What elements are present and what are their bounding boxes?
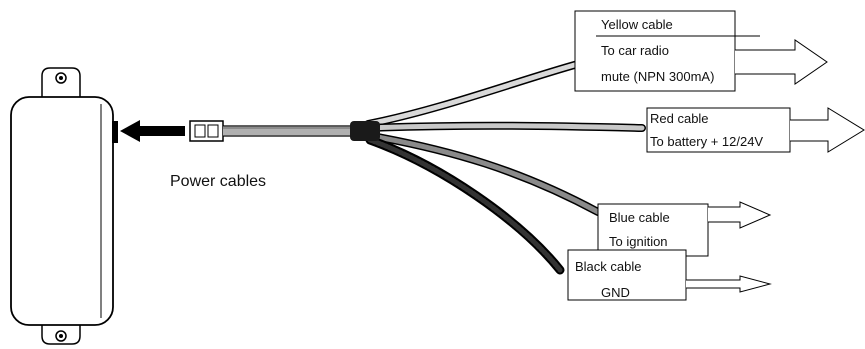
black-cable-name: Black cable — [575, 259, 642, 274]
yellow-cable-dest-1: To car radio — [601, 43, 669, 58]
device-socket — [112, 121, 118, 143]
device-body — [10, 96, 114, 326]
cable-trunk — [223, 125, 355, 137]
junction-sleeve — [350, 121, 380, 141]
red-cable-name: Red cable — [650, 111, 709, 126]
device-unit — [10, 67, 118, 345]
blue-cable-dest: To ignition — [609, 234, 668, 249]
blue-cable-name: Blue cable — [609, 210, 670, 225]
yellow-callout — [574, 10, 828, 92]
connector-plug — [189, 120, 224, 142]
plug-in-arrow — [120, 120, 185, 142]
yellow-cable-dest-2: mute (NPN 300mA) — [601, 69, 715, 84]
black-callout — [567, 249, 772, 301]
power-cables-label: Power cables — [170, 173, 267, 190]
top-mounting-tab — [41, 67, 81, 101]
blue-output-arrow — [708, 201, 772, 229]
red-callout — [646, 107, 865, 153]
red-output-arrow — [790, 107, 865, 153]
black-output-arrow — [686, 275, 772, 293]
blue-callout — [597, 201, 772, 257]
yellow-output-arrow — [735, 39, 828, 85]
red-cable-dest: To battery + 12/24V — [650, 134, 764, 149]
yellow-cable-name: Yellow cable — [601, 17, 673, 32]
black-cable-dest: GND — [601, 285, 630, 300]
